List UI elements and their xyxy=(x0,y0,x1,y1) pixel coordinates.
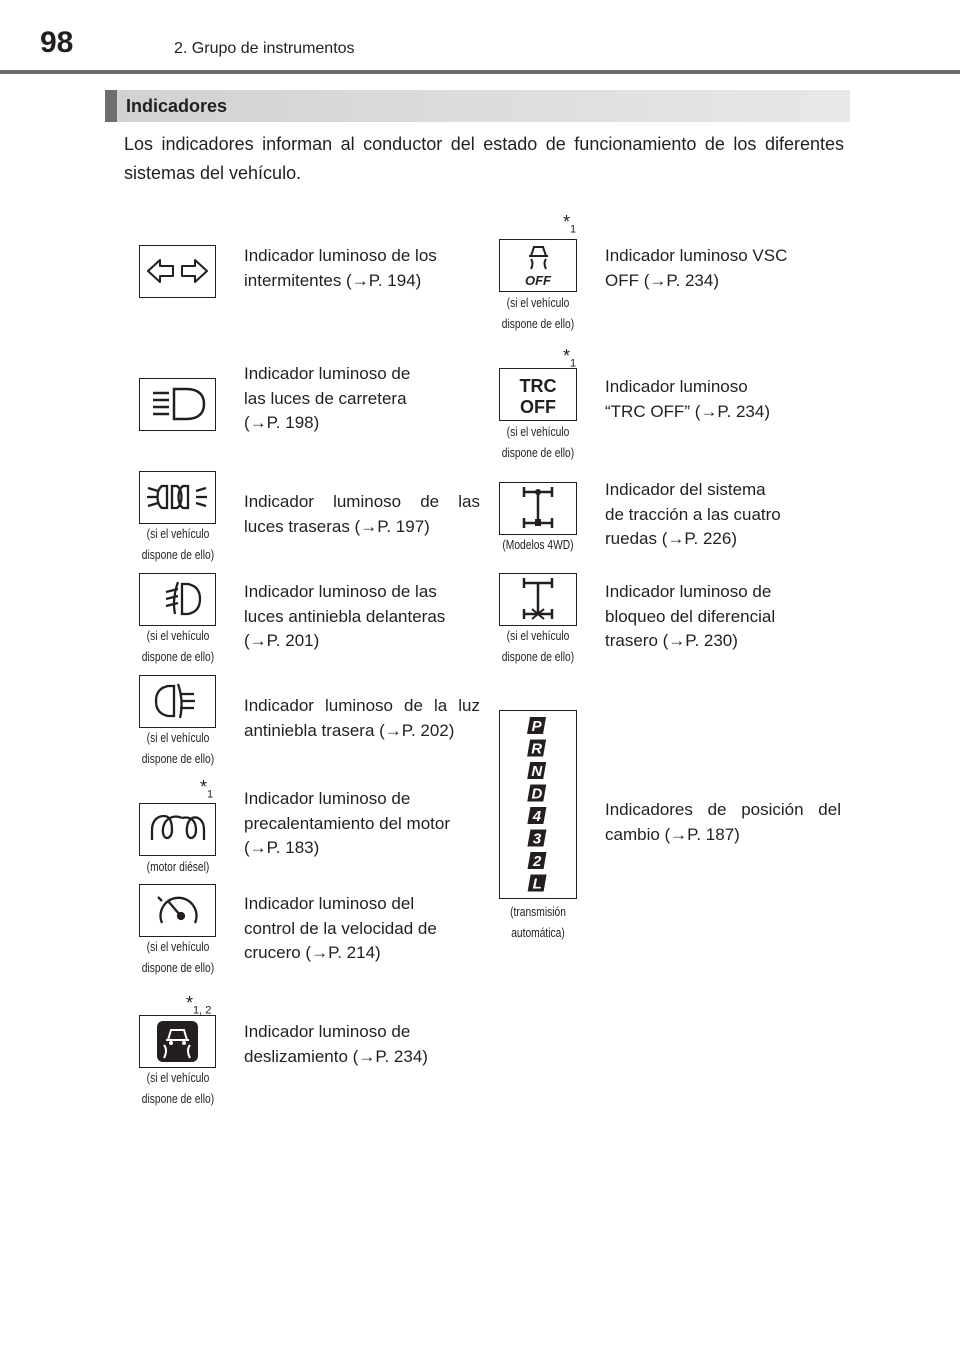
gear-position-label: R xyxy=(531,741,542,758)
cruise-control-icon xyxy=(139,884,216,937)
svg-text:OFF: OFF xyxy=(520,397,556,417)
gear-position-label: P xyxy=(532,718,543,735)
footnote-marker: *1 xyxy=(200,777,214,801)
gear-position-label: 4 xyxy=(532,808,542,825)
indicator-desc: Indicador luminoso“TRC OFF” (→P. 234) xyxy=(605,377,770,421)
glow-plug-icon xyxy=(139,803,216,856)
gear-position-label: 3 xyxy=(533,831,542,848)
gear-position-label: D xyxy=(531,786,542,803)
running-title: 2. Grupo de instrumentos xyxy=(174,40,355,57)
vsc-off-icon: OFF xyxy=(499,239,577,292)
section-intro: Los indicadores informan al conductor de… xyxy=(124,134,844,183)
gear-position-box xyxy=(527,739,547,757)
gear-position-label: 2 xyxy=(532,853,542,870)
slip-indicator-icon xyxy=(139,1015,216,1068)
gear-position-box xyxy=(527,807,547,824)
high-beam-icon xyxy=(139,378,216,431)
icon-caption: (motor diésel) xyxy=(146,860,210,874)
page-number: 98 xyxy=(40,26,74,59)
section-bar-accent xyxy=(105,90,117,122)
gear-position-box xyxy=(527,829,547,847)
svg-text:TRC: TRC xyxy=(520,376,557,396)
footnote-marker: *1, 2 xyxy=(186,993,212,1017)
four-wheel-drive-icon xyxy=(499,482,577,535)
tail-lights-icon xyxy=(139,471,216,524)
gear-position-label: N xyxy=(531,763,543,780)
gear-position-box xyxy=(527,784,547,802)
rear-fog-light-icon xyxy=(139,675,216,728)
footnote-marker: *1 xyxy=(563,346,577,370)
gear-position-box xyxy=(527,717,547,734)
header-rule xyxy=(0,70,960,74)
turn-signal-arrows-icon xyxy=(139,245,216,298)
trc-off-icon: TRC OFF xyxy=(499,368,577,421)
gear-position-box xyxy=(527,852,547,869)
rear-diff-lock-icon xyxy=(499,573,577,626)
icon-caption: (Modelos 4WD) xyxy=(502,538,574,552)
gear-position-box xyxy=(527,762,547,779)
gear-position-label: L xyxy=(533,876,542,893)
gear-position-box xyxy=(527,874,547,892)
section-title: Indicadores xyxy=(126,96,228,116)
front-fog-light-icon xyxy=(139,573,216,626)
section-bar xyxy=(105,90,850,122)
footnote-marker: *1 xyxy=(563,212,577,236)
svg-text:OFF: OFF xyxy=(525,273,552,288)
